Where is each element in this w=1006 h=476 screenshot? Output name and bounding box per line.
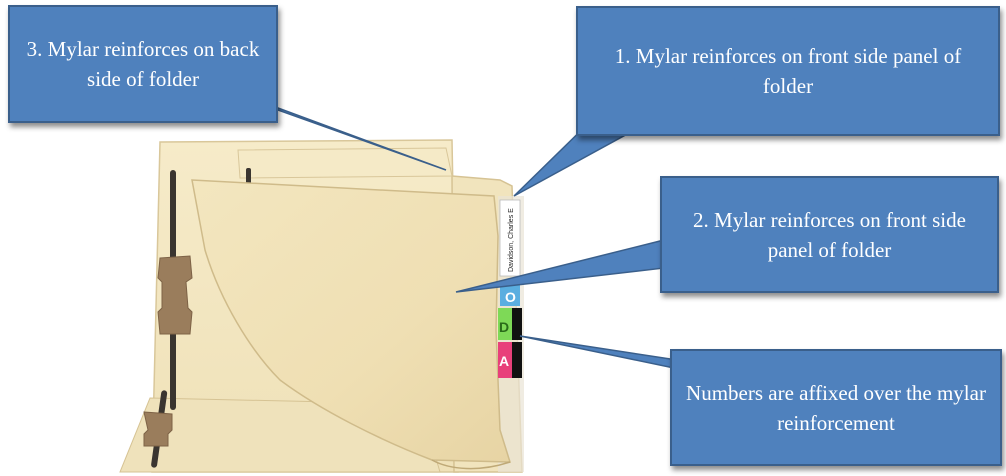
callout-mylar-front-2: 2. Mylar reinforces on front side panel … bbox=[660, 176, 999, 293]
folder-front-edge bbox=[431, 459, 511, 470]
callout-mylar-back: 3. Mylar reinforces on back side of fold… bbox=[8, 5, 278, 123]
folder-inner-sheet bbox=[237, 147, 453, 179]
tab-name-label bbox=[499, 199, 521, 277]
color-label-A-bar bbox=[512, 342, 522, 378]
callout-mylar-front-1-text: 1. Mylar reinforces on front side panel … bbox=[614, 44, 962, 98]
color-label-D-bar bbox=[512, 308, 522, 340]
fastener-bottom bbox=[143, 411, 173, 447]
callout-mylar-front-2-text: 2. Mylar reinforces on front side panel … bbox=[693, 207, 966, 262]
folder-front-panel bbox=[191, 179, 512, 463]
color-label-A-letter: A bbox=[499, 353, 509, 369]
color-label-O-letter: O bbox=[505, 289, 516, 305]
tab-name-text: Davidson, Charles E bbox=[508, 208, 515, 272]
fastener-left bbox=[157, 255, 193, 335]
callout-mylar-back-text: 3. Mylar reinforces on back side of fold… bbox=[26, 37, 260, 91]
callout-mylar-front-1: 1. Mylar reinforces on front side panel … bbox=[576, 6, 1000, 136]
color-label-O bbox=[500, 284, 520, 306]
color-label-D bbox=[498, 308, 512, 340]
color-label-D-letter: D bbox=[499, 319, 509, 335]
color-label-A bbox=[498, 342, 512, 378]
callout-numbers-affixed: Numbers are affixed over the mylar reinf… bbox=[670, 349, 1002, 466]
callout-numbers-affixed-text: Numbers are affixed over the mylar reinf… bbox=[686, 380, 986, 435]
